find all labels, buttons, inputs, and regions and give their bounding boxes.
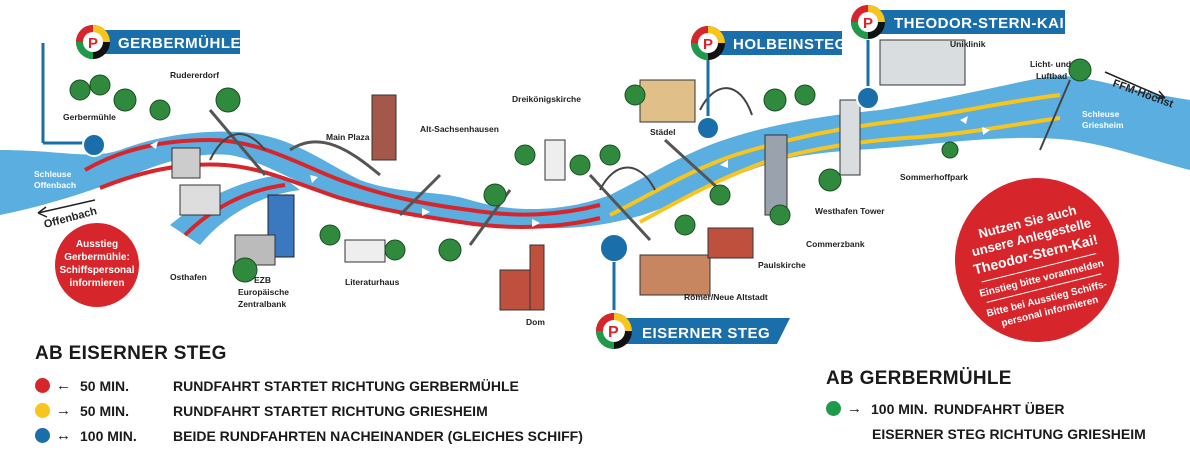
svg-text:P: P xyxy=(88,35,98,52)
legend-row-red: ← 50 MIN. RUNDFAHRT STARTET RICHTUNG GER… xyxy=(35,373,583,398)
label-ezb-3: Zentralbank xyxy=(238,299,286,309)
svg-text:Ausstieg: Ausstieg xyxy=(76,239,118,250)
pin-label-holbeinsteg: HOLBEINSTEG xyxy=(733,36,847,53)
label-westhafen-tower: Westhafen Tower xyxy=(815,206,885,216)
main-river xyxy=(0,76,1190,229)
stop-dot-holbeinsteg xyxy=(696,116,720,140)
legend-row-yellow: → 50 MIN. RUNDFAHRT STARTET RICHTUNG GRI… xyxy=(35,398,583,423)
legend-title: AB GERBERMÜHLE xyxy=(826,368,1012,389)
yellow-dot-icon xyxy=(35,403,50,418)
pin-label-eiserner-steg: EISERNER STEG xyxy=(642,325,770,342)
svg-text:informieren: informieren xyxy=(69,278,124,289)
svg-text:Gerbermühle:: Gerbermühle: xyxy=(64,252,130,263)
stop-dot-theodor-stern-kai xyxy=(856,86,880,110)
label-gerbermuehle: Gerbermühle xyxy=(63,112,116,122)
p-logo-icon: P xyxy=(851,5,885,39)
legend-duration: 50 MIN. xyxy=(80,377,130,394)
legend-text: RUNDFAHRT ÜBER xyxy=(933,400,1065,417)
label-literaturhaus: Literaturhaus xyxy=(345,277,400,287)
arrow-left-icon xyxy=(37,199,96,218)
trees xyxy=(69,58,1092,283)
arrow-right-icon: → xyxy=(56,402,71,419)
svg-text:P: P xyxy=(863,15,873,32)
pin-theodor-stern-kai[interactable]: P THEODOR-STERN-KAI xyxy=(851,5,1065,39)
legend-text: BEIDE RUNDFAHRTEN NACHEINANDER (GLEICHES… xyxy=(173,427,583,444)
callout-theodor-stern-kai: Nutzen Sie auch unsere Anlegestelle Theo… xyxy=(955,178,1119,342)
label-ezb-1: EZB xyxy=(254,275,271,285)
red-dot-icon xyxy=(35,378,50,393)
pin-label-gerbermuehle: GERBERMÜHLE xyxy=(118,35,241,52)
blue-dot-icon xyxy=(35,428,50,443)
p-logo-icon: P xyxy=(76,25,110,59)
label-ezb-2: Europäische xyxy=(238,287,289,297)
legend-row-blue: ↔ 100 MIN. BEIDE RUNDFAHRTEN NACHEINANDE… xyxy=(35,423,583,448)
legend-row-green-cont: EISERNER STEG RICHTUNG GRIESHEIM xyxy=(826,421,1146,446)
legend-text: EISERNER STEG RICHTUNG GRIESHEIM xyxy=(872,425,1146,442)
p-logo-icon: P xyxy=(691,26,725,60)
stop-dot-gerbermuehle xyxy=(82,133,106,157)
label-alt-sachsenhausen: Alt-Sachsenhausen xyxy=(420,124,499,134)
legend-text: RUNDFAHRT STARTET RICHTUNG GERBERMÜHLE xyxy=(173,377,519,394)
yellow-route xyxy=(609,93,1061,224)
legend-duration: 100 MIN. xyxy=(80,427,137,444)
label-paulskirche: Paulskirche xyxy=(758,260,806,270)
bridge-arcs xyxy=(209,79,1071,191)
label-ruderdorf: Rudererdorf xyxy=(170,70,219,80)
legend-ab-gerbermuehle: AB GERBERMÜHLE → 100 MIN. RUNDFAHRT ÜBER… xyxy=(826,368,1146,446)
label-schleuse-griesheim-1: Schleuse xyxy=(1082,109,1120,119)
callout-gerbermuehle-exit: Ausstieg Gerbermühle: Schiffspersonal in… xyxy=(55,223,139,307)
legend-text: RUNDFAHRT STARTET RICHTUNG GRIESHEIM xyxy=(173,402,488,419)
label-schleuse-offenbach-2: Offenbach xyxy=(34,180,76,190)
green-dot-icon xyxy=(826,401,841,416)
route-direction-arrows xyxy=(150,116,990,227)
svg-text:P: P xyxy=(703,36,713,53)
pin-label-theodor-stern-kai: THEODOR-STERN-KAI xyxy=(894,15,1064,32)
label-dreikoenigskirche: Dreikönigskirche xyxy=(512,94,581,104)
legend-row-green: → 100 MIN. RUNDFAHRT ÜBER xyxy=(826,396,1146,421)
label-roemer: Römer/Neue Altstadt xyxy=(684,292,768,302)
p-logo-icon: P xyxy=(596,313,632,349)
arrow-right-icon xyxy=(1104,71,1166,99)
arrow-both-icon: ↔ xyxy=(56,427,71,444)
label-commerzbank: Commerzbank xyxy=(806,239,865,249)
label-uniklinik: Uniklinik xyxy=(950,39,986,49)
osthafen-basin xyxy=(170,175,300,245)
legend-duration: 50 MIN. xyxy=(80,402,130,419)
arrow-left-icon: ← xyxy=(56,377,71,394)
label-main-plaza: Main Plaza xyxy=(326,132,370,142)
svg-text:P: P xyxy=(608,324,619,341)
stop-dot-eiserner-steg xyxy=(599,233,629,263)
legend-ab-eiserner-steg: AB EISERNER STEG ← 50 MIN. RUNDFAHRT STA… xyxy=(35,343,583,448)
legend-title: AB EISERNER STEG xyxy=(35,343,227,364)
red-route-osthafen-loop xyxy=(183,183,286,237)
stop-markers[interactable] xyxy=(41,40,880,310)
arrow-right-icon: → xyxy=(847,400,862,417)
svg-text:Schiffspersonal: Schiffspersonal xyxy=(59,265,134,276)
legend-duration: 100 MIN. xyxy=(871,400,928,417)
label-osthafen: Osthafen xyxy=(170,272,207,282)
pin-eiserner-steg[interactable]: P EISERNER STEG xyxy=(596,313,790,349)
label-dom: Dom xyxy=(526,317,545,327)
label-schleuse-griesheim-2: Griesheim xyxy=(1082,120,1124,130)
label-sommerhoffpark: Sommerhoffpark xyxy=(900,172,968,182)
label-staedel: Städel xyxy=(650,127,676,137)
label-licht-luftbad-1: Licht- und xyxy=(1030,59,1071,69)
pin-gerbermuehle[interactable]: P GERBERMÜHLE xyxy=(76,25,241,59)
label-schleuse-offenbach-1: Schleuse xyxy=(34,169,72,179)
label-licht-luftbad-2: Luftbad xyxy=(1036,71,1067,81)
pin-holbeinsteg[interactable]: P HOLBEINSTEG xyxy=(691,26,847,60)
